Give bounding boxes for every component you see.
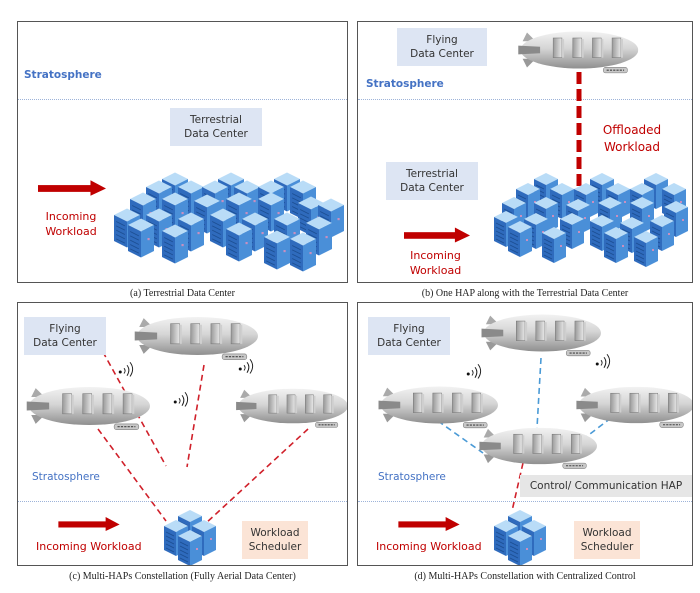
stratosphere-label: Stratosphere	[24, 69, 102, 81]
server-rack-icon	[128, 219, 154, 258]
control-communication-hap-label: Control/ Communication HAP	[520, 475, 692, 497]
stratosphere-label: Stratosphere	[378, 471, 446, 483]
server-rack-icon	[226, 223, 252, 262]
server-rack-icon	[508, 530, 532, 566]
caption-d: (d) Multi-HAPs Constellation with Centra…	[414, 571, 636, 582]
stratosphere-boundary	[358, 99, 692, 100]
link-top-hap	[186, 364, 205, 468]
blimp-right	[230, 381, 348, 431]
incoming-workload-label: Incoming Workload	[36, 540, 142, 553]
link-control-top	[536, 357, 542, 429]
workload-scheduler-servers	[494, 509, 546, 566]
caption-b: (b) One HAP along with the Terrestrial D…	[421, 288, 629, 299]
stratosphere-label: Stratosphere	[32, 471, 100, 483]
offloaded-workload-label: Offloaded Workload	[602, 123, 662, 154]
server-rack-icon	[178, 530, 202, 566]
offload-link	[576, 72, 582, 200]
wireless-icon	[466, 363, 484, 379]
control-hap-blimp	[473, 421, 597, 471]
server-farm	[494, 172, 693, 282]
wireless-icon	[238, 358, 256, 374]
flying-data-center-label: Flying Data Center	[368, 317, 450, 355]
server-racks	[494, 509, 546, 566]
link-scheduler	[511, 462, 524, 512]
wireless-icon	[118, 361, 136, 377]
panel-d-centralized-control: Flying Data Center Stratosphere Control/…	[357, 302, 693, 566]
stratosphere-boundary	[358, 501, 692, 502]
server-racks	[114, 172, 348, 283]
stratosphere-boundary	[18, 99, 347, 100]
server-rack-icon	[634, 231, 658, 267]
incoming-workload-arrow	[398, 517, 460, 531]
incoming-workload-arrow	[404, 227, 470, 243]
server-rack-icon	[508, 221, 532, 257]
stratosphere-label: Stratosphere	[366, 78, 444, 90]
server-rack-icon	[542, 227, 566, 263]
blimp-top	[475, 309, 601, 357]
blimp-top	[128, 311, 258, 361]
workload-scheduler-label: Workload Scheduler	[574, 521, 640, 559]
flying-data-center-blimp	[510, 26, 640, 74]
incoming-workload-arrow	[38, 180, 106, 196]
wireless-icon	[173, 391, 191, 407]
link-right-hap	[204, 428, 309, 525]
server-rack-icon	[264, 231, 290, 270]
panel-b-one-hap: Flying Data Center Stratosphere Offloade…	[357, 21, 693, 283]
caption-c: (c) Multi-HAPs Constellation (Fully Aeri…	[69, 571, 296, 582]
workload-scheduler-servers	[164, 509, 216, 566]
server-rack-icon	[290, 233, 316, 272]
server-rack-icon	[162, 225, 188, 264]
caption-a: (a) Terrestrial Data Center	[130, 288, 235, 299]
incoming-workload-arrow	[58, 517, 120, 531]
panel-c-multi-hap-constellation: Flying Data Center Stratosphere Incoming…	[17, 302, 348, 566]
flying-data-center-label: Flying Data Center	[397, 28, 487, 66]
terrestrial-data-center-label: Terrestrial Data Center	[386, 162, 478, 200]
server-racks	[494, 172, 693, 282]
stratosphere-boundary	[18, 501, 347, 502]
workload-scheduler-label: Workload Scheduler	[242, 521, 308, 559]
server-farm	[114, 172, 348, 283]
blimp-left	[20, 381, 150, 431]
panel-a-terrestrial-data-center: Stratosphere Terrestrial Data Center Inc…	[17, 21, 348, 283]
incoming-workload-label: Incoming Workload	[409, 249, 462, 277]
wireless-icon	[595, 353, 613, 369]
incoming-workload-label: Incoming Workload	[376, 540, 482, 553]
server-rack-icon	[604, 227, 628, 263]
server-racks	[164, 509, 216, 566]
incoming-workload-label: Incoming Workload	[45, 210, 97, 238]
flying-data-center-label: Flying Data Center	[24, 317, 106, 355]
terrestrial-data-center-label: Terrestrial Data Center	[170, 108, 262, 146]
link-left-hap-lower	[97, 428, 167, 522]
